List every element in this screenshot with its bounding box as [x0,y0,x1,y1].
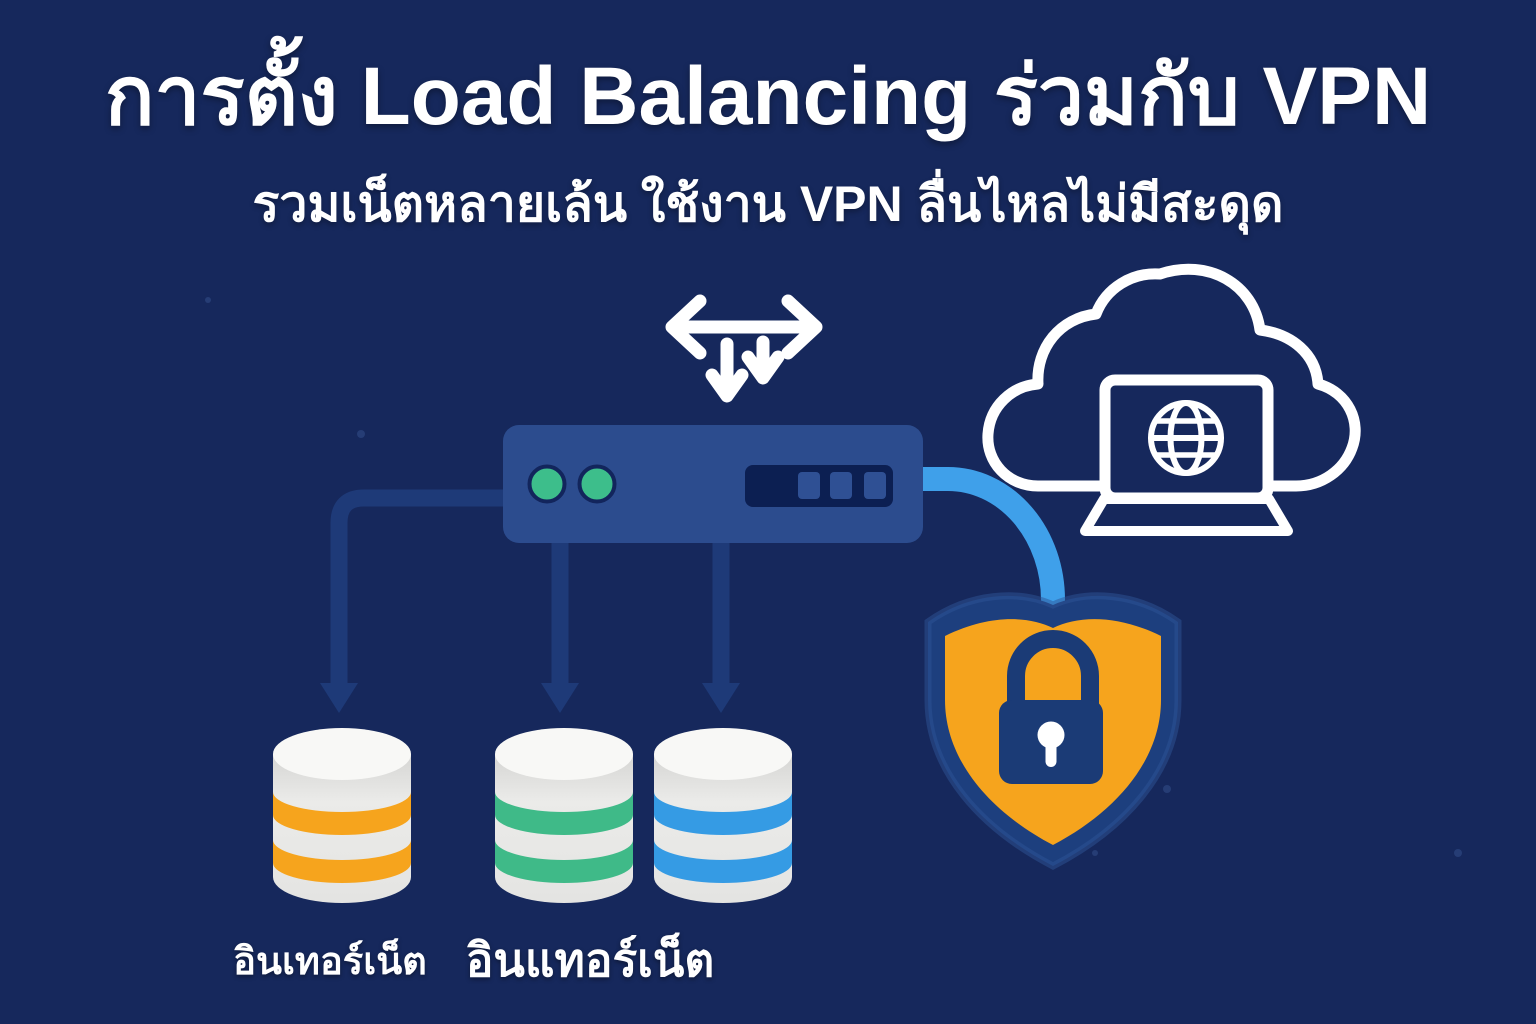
elbow-arrow-shaft [330,489,503,685]
distribution-arrows [320,489,740,713]
load-balance-arrows-icon [665,294,823,403]
down-arrow-3-head [702,683,740,713]
page-subtitle: รวมเน็ตหลายเล้น ใช้งาน VPN ลื่นไหลไม่มีส… [252,176,1284,232]
internet-line-cylinder-3 [654,728,792,903]
router-button-3 [864,472,886,499]
lock-keyhole-stem [1045,740,1057,767]
cylinder-stripe [495,840,633,883]
shield-lock-icon [924,592,1182,870]
cylinder-top [273,728,411,780]
background-dots [205,297,1462,857]
cloud-laptop-globe-icon [982,263,1361,536]
cloud-outline-icon [982,263,1361,492]
lock-shackle [1007,630,1099,706]
router-led-2 [577,464,617,504]
cylinder-top [654,728,792,780]
internet-line-label-1: อินเทอร์เน็ต [233,941,427,983]
router-button-1 [798,472,820,499]
down-arrow-2-head [541,683,579,713]
router-body [503,425,923,543]
globe-icon [1148,400,1224,476]
cylinder-top [495,728,633,780]
cylinder-stripe [495,792,633,835]
internet-line-cylinder-2 [495,728,633,903]
internet-line-cylinder-1 [273,728,411,903]
lock-keyhole [1037,721,1065,749]
page-title: การตั้ง Load Balancing ร่วมกับ VPN [104,51,1432,142]
internet-line-label-2: อินแทอร์เน็ต [465,934,715,986]
cylinder-stripe [273,840,411,883]
cylinder-stripe [273,792,411,835]
cylinder-stripe [654,840,792,883]
laptop-base [1080,494,1293,536]
router-led-1 [527,464,567,504]
vpn-cable [910,467,1065,614]
router-button-2 [830,472,852,499]
elbow-arrow-head [320,683,358,713]
cylinder-stripe [654,792,792,835]
load-balancer-router [503,425,923,543]
